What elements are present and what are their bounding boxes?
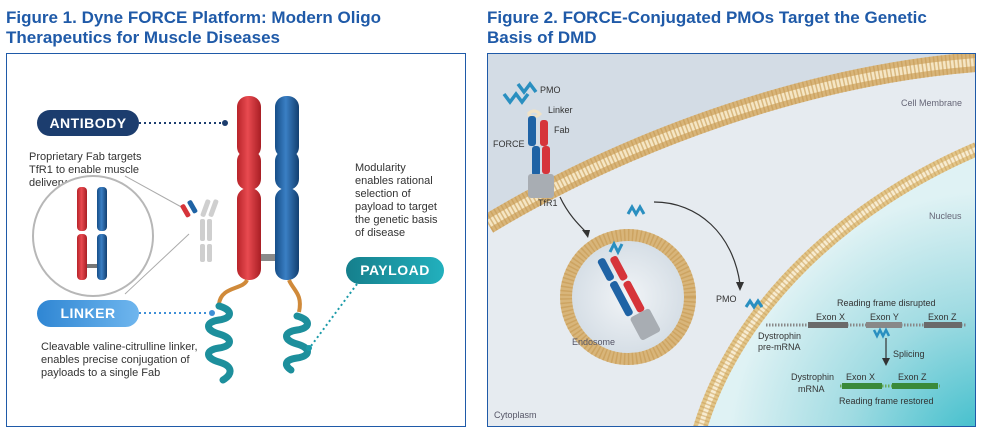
figure1-title: Figure 1. Dyne FORCE Platform: Modern Ol…: [6, 8, 476, 48]
payload-pill: PAYLOAD: [346, 257, 444, 284]
label-exon-y: Exon Y: [870, 312, 899, 322]
linker-description: Cleavable valine-citrulline linker, enab…: [41, 341, 201, 379]
modularity-description: Modularity enables rational selection of…: [355, 162, 441, 239]
pmo-at-nucleus: [744, 298, 764, 310]
label-cytoplasm: Cytoplasm: [494, 410, 537, 420]
figure1-panel: ANTIBODY Proprietary Fab targets TfR1 to…: [6, 53, 466, 427]
pmo-release-arrow: [653, 201, 741, 285]
label-splicing: Splicing: [893, 349, 925, 359]
label-pmo: PMO: [540, 85, 561, 95]
figure2-title-line2: Basis of DMD: [487, 28, 597, 47]
antibody-label: ANTIBODY: [49, 115, 126, 131]
label-linker: Linker: [548, 105, 573, 115]
antibody-pill: ANTIBODY: [37, 110, 139, 136]
label-exon-x-mrna: Exon X: [846, 372, 875, 382]
linker-label: LINKER: [60, 305, 115, 321]
label-exon-z-mrna: Exon Z: [898, 372, 927, 382]
label-fab: Fab: [554, 125, 570, 135]
endosome: [560, 229, 696, 365]
label-pre-mrna: pre-mRNA: [758, 342, 801, 352]
antibody-leader-dot: [222, 120, 228, 126]
label-mrna: mRNA: [798, 384, 825, 394]
label-reading-restored: Reading frame restored: [839, 396, 934, 406]
payload-leader: [310, 283, 358, 347]
figure2-diagram: PMO Linker Fab FORCE TfR1 Cell Membrane …: [488, 54, 975, 426]
label-endosome: Endosome: [572, 337, 615, 347]
label-reading-disrupted: Reading frame disrupted: [837, 298, 936, 308]
figure2-panel: PMO Linker Fab FORCE TfR1 Cell Membrane …: [487, 53, 976, 427]
figure1-title-line2: Therapeutics for Muscle Diseases: [6, 28, 281, 47]
linker-pill: LINKER: [37, 300, 139, 327]
nucleus-region: [700, 149, 975, 426]
extracellular-region: [488, 54, 975, 224]
internalization-arrow: [559, 196, 587, 233]
label-dystrophin-pre: Dystrophin: [758, 331, 801, 341]
figure2-title: Figure 2. FORCE-Conjugated PMOs Target t…: [487, 8, 977, 48]
fab-description: Proprietary Fab targets TfR1 to enable m…: [29, 151, 145, 189]
label-nucleus: Nucleus: [929, 211, 962, 221]
antibody-illustration: [205, 96, 311, 384]
label-pmo-nucleus: PMO: [716, 294, 737, 304]
linker-leader-dot: [209, 310, 215, 316]
figure1-diagram: ANTIBODY Proprietary Fab targets TfR1 to…: [29, 96, 444, 384]
fab-zoom-circle: [32, 175, 190, 297]
payload-label: PAYLOAD: [360, 262, 430, 278]
figure1-title-line1: Figure 1. Dyne FORCE Platform: Modern Ol…: [6, 8, 381, 27]
label-cell-membrane: Cell Membrane: [901, 98, 962, 108]
payload-leader-dot: [306, 345, 312, 351]
label-exon-x: Exon X: [816, 312, 845, 322]
label-dystrophin-m: Dystrophin: [791, 372, 834, 382]
force-molecule: [502, 81, 554, 198]
small-antibody-icon: [180, 199, 219, 262]
label-tfr1: TfR1: [538, 198, 558, 208]
released-pmo: [626, 203, 646, 218]
label-force: FORCE: [493, 139, 525, 149]
figure2-title-line1: Figure 2. FORCE-Conjugated PMOs Target t…: [487, 8, 927, 27]
mrna-strand: [840, 383, 940, 389]
pre-mrna-strand: [766, 322, 966, 339]
label-exon-z: Exon Z: [928, 312, 957, 322]
figure2-labels: PMO Linker Fab FORCE TfR1 Cell Membrane …: [493, 85, 962, 420]
